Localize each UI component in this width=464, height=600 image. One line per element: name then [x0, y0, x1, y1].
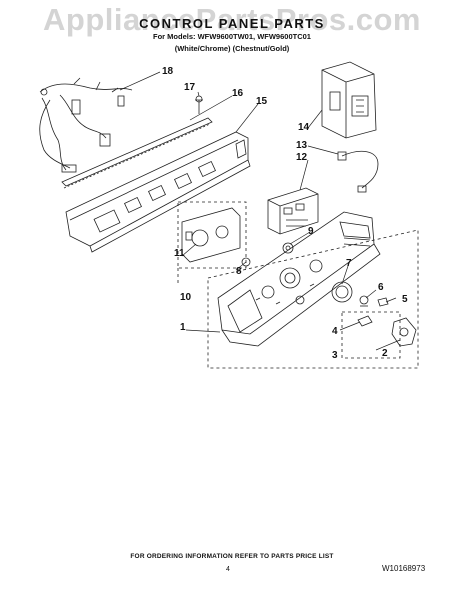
callout-17: 17 — [184, 82, 196, 93]
callout-13: 13 — [296, 140, 308, 151]
leader-lines — [119, 71, 401, 351]
ui-board — [181, 207, 241, 263]
color-variants: (White/Chrome) (Chestnut/Gold) — [174, 44, 290, 53]
trim-strip — [61, 117, 213, 189]
callout-4: 4 — [332, 326, 338, 337]
callout-10: 10 — [180, 292, 192, 303]
callout-8: 8 — [236, 266, 242, 277]
console — [65, 131, 251, 253]
wire-harness — [39, 77, 133, 173]
diagram-title: CONTROL PANEL PARTS — [139, 16, 325, 31]
callout-3: 3 — [332, 350, 338, 361]
knob-spring — [359, 295, 369, 307]
control-panel — [217, 211, 381, 347]
callout-5: 5 — [402, 294, 408, 305]
control-board — [267, 187, 319, 235]
model-numbers: For Models: WFW9600TW01, WFW9600TC01 — [153, 32, 311, 41]
cable — [337, 150, 379, 193]
ordering-note: FOR ORDERING INFORMATION REFER TO PARTS … — [130, 553, 334, 560]
callout-7: 7 — [346, 258, 352, 269]
document-number: W10168973 — [382, 564, 426, 573]
callout-12: 12 — [296, 152, 308, 163]
callout-14: 14 — [298, 122, 310, 133]
callout-9: 9 — [308, 226, 314, 237]
callout-1: 1 — [180, 322, 186, 333]
button — [357, 315, 373, 327]
watermark: AppliancePartsPros.com — [43, 2, 421, 37]
dashed-group-box-3 — [341, 311, 401, 359]
callout-numbers: 18 17 16 15 14 13 12 9 11 10 8 7 6 5 4 3… — [162, 66, 408, 361]
knob-ring — [331, 281, 353, 303]
callout-18: 18 — [162, 66, 174, 77]
callout-15: 15 — [256, 96, 268, 107]
knob-insert — [377, 297, 389, 307]
callout-2: 2 — [382, 348, 388, 359]
screw — [195, 95, 203, 114]
page-number: 4 — [226, 566, 230, 573]
callout-16: 16 — [232, 88, 244, 99]
bracket — [321, 61, 377, 139]
dashed-group-box-10 — [177, 201, 247, 269]
callout-11: 11 — [174, 248, 185, 259]
callout-6: 6 — [378, 282, 384, 293]
encoder-knob — [241, 242, 294, 267]
